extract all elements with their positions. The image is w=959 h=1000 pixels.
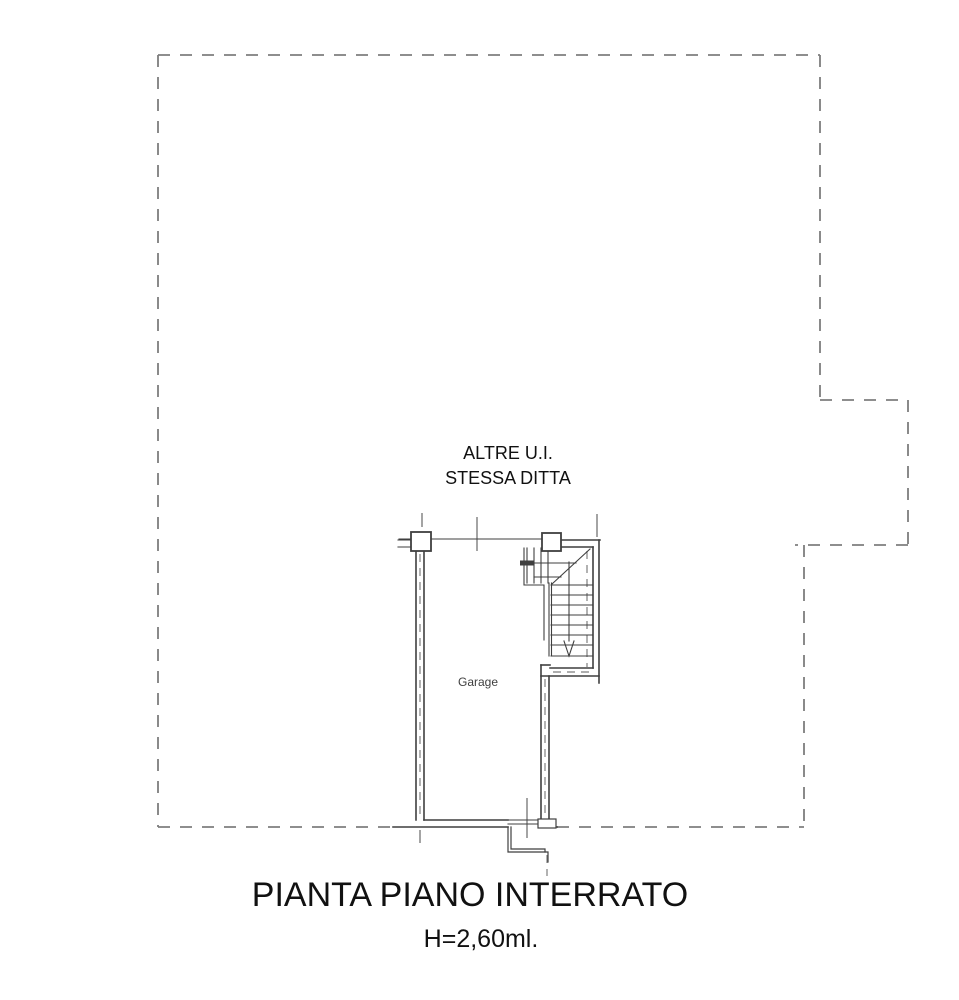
- stair-section-marker: [520, 560, 534, 566]
- plan-texts: ALTRE U.I. STESSA DITTA Garage PIANTA PI…: [252, 443, 688, 953]
- stair-break-line: [551, 548, 591, 585]
- wall-footing: [537, 818, 557, 829]
- stair-down-arrow-icon: [563, 640, 575, 658]
- unit-split-dashes: [419, 551, 590, 876]
- room-label-garage: Garage: [458, 675, 498, 689]
- pillars: [410, 531, 562, 829]
- annotation-line1: ALTRE U.I.: [463, 443, 553, 463]
- annotation-line2: STESSA DITTA: [445, 468, 571, 488]
- exterior-step-inner: [510, 826, 546, 853]
- staircase: [520, 547, 593, 658]
- exterior-step-outer: [507, 826, 549, 863]
- pillar-right: [541, 532, 562, 552]
- plan-height-note: H=2,60ml.: [424, 925, 539, 953]
- plan-title: PIANTA PIANO INTERRATO: [252, 876, 688, 914]
- pillar-left: [410, 531, 432, 552]
- axis-ticks: [419, 513, 598, 843]
- lot-boundary: [157, 54, 909, 828]
- stair-partition: [523, 547, 545, 641]
